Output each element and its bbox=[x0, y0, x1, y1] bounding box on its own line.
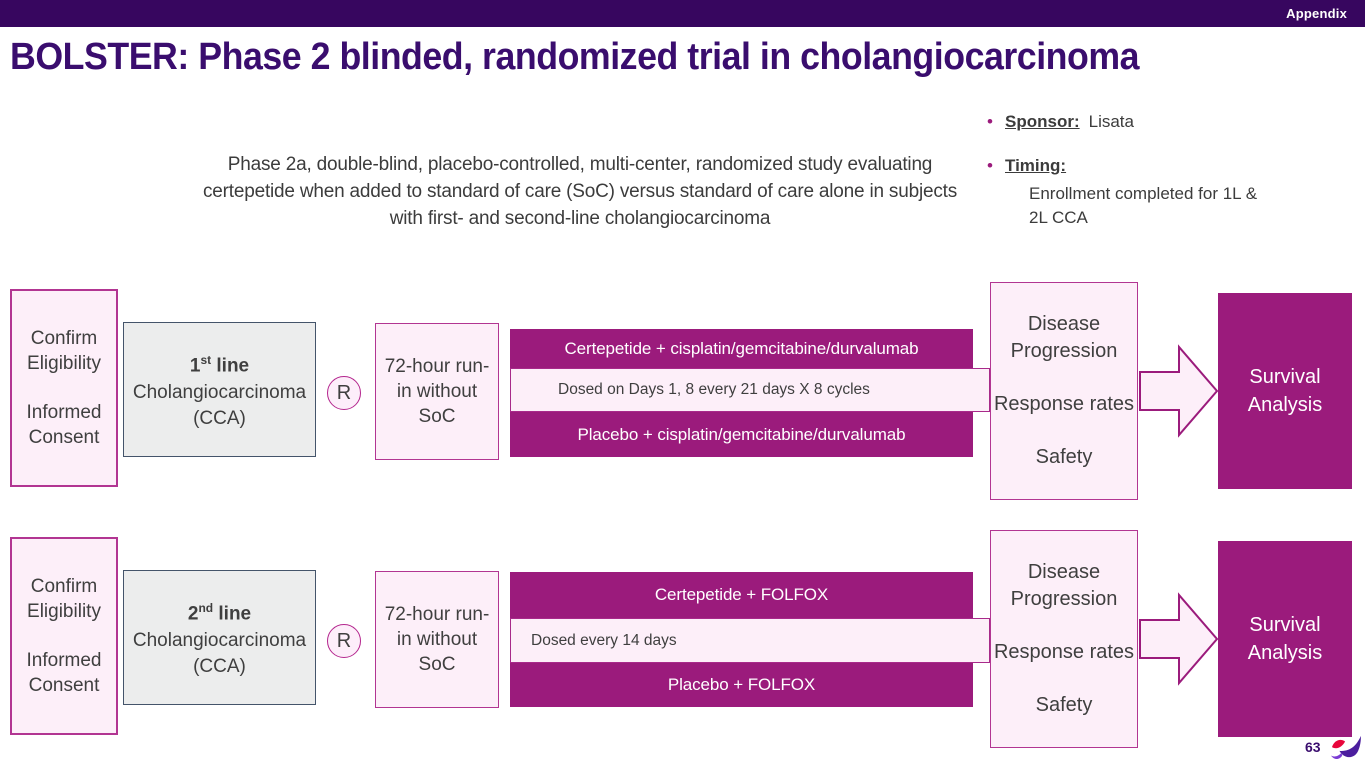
eligibility-text: Informed Consent bbox=[26, 650, 102, 696]
sponsor-label: Sponsor: bbox=[1005, 112, 1080, 131]
eligibility-text: Confirm Eligibility bbox=[27, 576, 101, 622]
dosing-band-1l: Dosed on Days 1, 8 every 21 days X 8 cyc… bbox=[510, 368, 990, 412]
eligibility-box-1l: Confirm Eligibility Informed Consent bbox=[10, 289, 118, 487]
randomization-circle-2l: R bbox=[327, 624, 361, 658]
run-in-text: 72-hour run-in without SoC bbox=[384, 356, 490, 427]
survival-analysis-text: Survival Analysis bbox=[1247, 614, 1323, 664]
flow-arrow-icon bbox=[1139, 592, 1219, 686]
treatment-arm-bar-1l: Certepetide + cisplatin/gemcitabine/durv… bbox=[510, 329, 973, 368]
dosing-text: Dosed every 14 days bbox=[531, 631, 677, 649]
outcome-safety: Safety bbox=[1035, 694, 1093, 716]
population-box-1l: 1st line Cholangiocarcinoma (CCA) bbox=[123, 322, 316, 457]
run-in-box-1l: 72-hour run-in without SoC bbox=[375, 323, 499, 460]
notes-panel: Sponsor: Lisata Timing: Enrollment compl… bbox=[975, 112, 1360, 230]
dosing-text: Dosed on Days 1, 8 every 21 days X 8 cyc… bbox=[558, 381, 870, 398]
study-description: Phase 2a, double-blind, placebo-controll… bbox=[202, 154, 958, 229]
outcome-safety: Safety bbox=[1035, 446, 1093, 468]
survival-analysis-box-2l: Survival Analysis bbox=[1218, 541, 1352, 737]
outcomes-box-2l: Disease Progression Response rates Safet… bbox=[990, 530, 1138, 748]
treatment-arm-text: Certepetide + FOLFOX bbox=[654, 585, 829, 604]
slide-header-bar: Appendix bbox=[0, 0, 1365, 27]
page-title: BOLSTER: Phase 2 blinded, randomized tri… bbox=[10, 36, 1140, 78]
randomization-label: R bbox=[336, 381, 352, 404]
dosing-band-2l: Dosed every 14 days bbox=[510, 618, 990, 663]
appendix-tag: Appendix bbox=[1286, 6, 1347, 21]
outcomes-box-1l: Disease Progression Response rates Safet… bbox=[990, 282, 1138, 500]
eligibility-text: Confirm Eligibility bbox=[27, 328, 101, 374]
hummingbird-logo-icon bbox=[1331, 735, 1361, 760]
outcome-response-rates: Response rates bbox=[993, 393, 1135, 415]
timing-sub-note: Enrollment completed for 1L & 2L CCA bbox=[1003, 182, 1360, 230]
population-name: Cholangiocarcinoma bbox=[132, 629, 307, 651]
page-number: 63 bbox=[1305, 739, 1321, 755]
population-abbr: (CCA) bbox=[193, 655, 246, 677]
run-in-box-2l: 72-hour run-in without SoC bbox=[375, 571, 499, 708]
bullet-icon bbox=[975, 156, 1005, 176]
bullet-icon bbox=[975, 112, 1005, 132]
outcome-disease-progression: Disease Progression bbox=[1010, 313, 1118, 362]
placebo-arm-text: Placebo + cisplatin/gemcitabine/durvalum… bbox=[577, 424, 906, 444]
run-in-text: 72-hour run-in without SoC bbox=[384, 604, 490, 675]
placebo-arm-bar-1l: Placebo + cisplatin/gemcitabine/durvalum… bbox=[510, 412, 973, 457]
population-line-label: 1st line bbox=[189, 353, 250, 377]
timing-label: Timing: bbox=[1005, 156, 1067, 175]
timing-detail: Enrollment completed for 1L & 2L CCA bbox=[1029, 184, 1258, 227]
outcome-response-rates: Response rates bbox=[993, 641, 1135, 663]
eligibility-text: Informed Consent bbox=[26, 402, 102, 448]
timing-note: Timing: bbox=[975, 156, 1360, 176]
population-name: Cholangiocarcinoma bbox=[132, 381, 307, 403]
sponsor-note: Sponsor: Lisata bbox=[975, 112, 1360, 132]
sponsor-value: Lisata bbox=[1088, 112, 1134, 131]
treatment-arm-bar-2l: Certepetide + FOLFOX bbox=[510, 572, 973, 618]
population-abbr: (CCA) bbox=[193, 407, 246, 429]
randomization-circle-1l: R bbox=[327, 376, 361, 410]
flow-arrow-icon bbox=[1139, 344, 1219, 438]
outcome-disease-progression: Disease Progression bbox=[1010, 561, 1118, 610]
survival-analysis-text: Survival Analysis bbox=[1247, 366, 1323, 416]
placebo-arm-text: Placebo + FOLFOX bbox=[667, 675, 816, 694]
eligibility-box-2l: Confirm Eligibility Informed Consent bbox=[10, 537, 118, 735]
population-line-label: 2nd line bbox=[187, 601, 252, 625]
treatment-arm-text: Certepetide + cisplatin/gemcitabine/durv… bbox=[564, 338, 919, 358]
population-box-2l: 2nd line Cholangiocarcinoma (CCA) bbox=[123, 570, 316, 705]
placebo-arm-bar-2l: Placebo + FOLFOX bbox=[510, 663, 973, 707]
randomization-label: R bbox=[336, 629, 352, 652]
survival-analysis-box-1l: Survival Analysis bbox=[1218, 293, 1352, 489]
